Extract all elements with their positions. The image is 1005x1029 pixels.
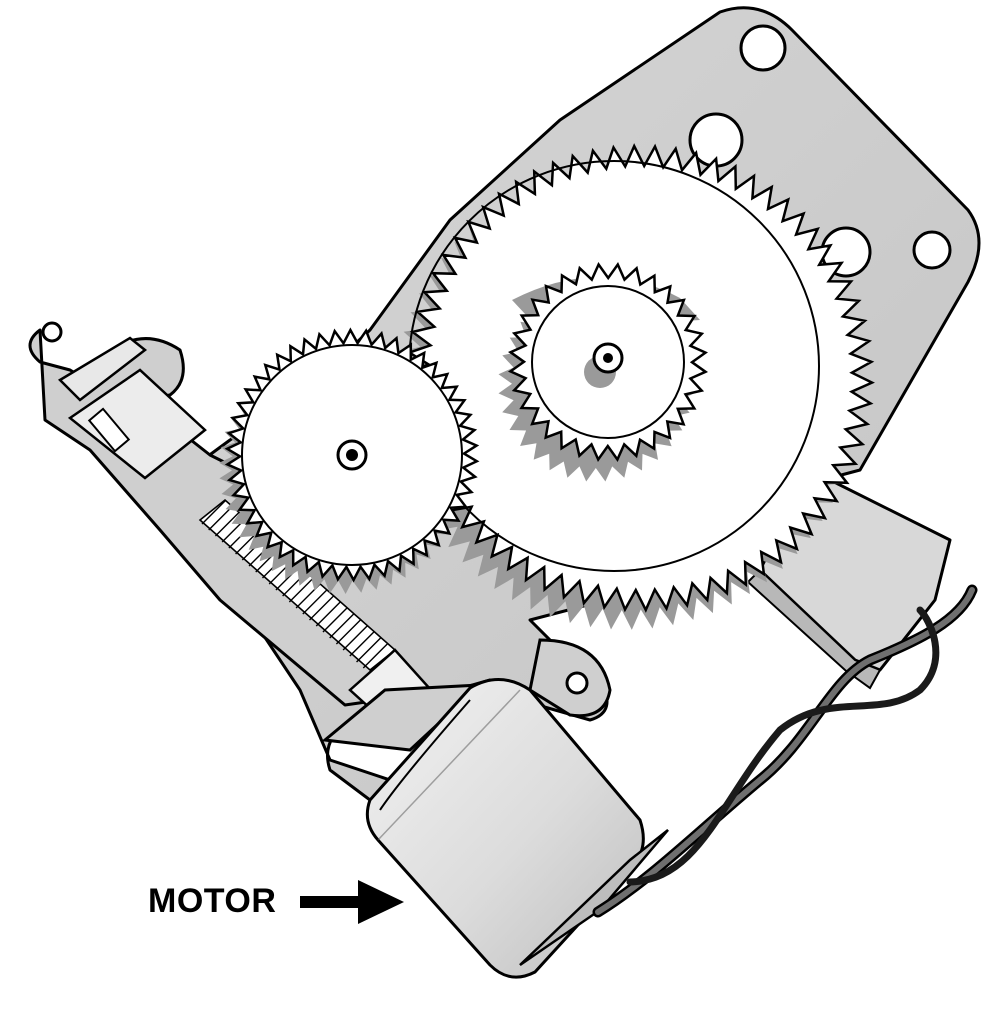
spring-coil bbox=[335, 619, 361, 645]
motor-arrow bbox=[300, 880, 404, 924]
wire-gray bbox=[595, 587, 975, 915]
spring-coil bbox=[302, 589, 328, 615]
mount-hole bbox=[912, 230, 952, 270]
mount-hole bbox=[739, 24, 787, 72]
motor-wires bbox=[592, 584, 978, 918]
spring-coil bbox=[329, 613, 355, 639]
spring-coil bbox=[214, 511, 240, 537]
wire-dark bbox=[626, 606, 940, 886]
gear-train bbox=[219, 143, 875, 630]
spring-coil bbox=[362, 643, 388, 669]
small-gear-pin bbox=[346, 449, 358, 461]
spring-coil bbox=[315, 601, 341, 627]
motor bbox=[321, 678, 669, 979]
spring-coil bbox=[342, 625, 368, 651]
spring-coil bbox=[322, 607, 348, 633]
motor-label: MOTOR bbox=[148, 882, 277, 920]
spring-coil bbox=[201, 499, 227, 525]
spring-coil bbox=[356, 637, 382, 663]
pinion-pin bbox=[603, 353, 613, 363]
spring-coil bbox=[349, 631, 375, 657]
spring-coil bbox=[208, 505, 234, 531]
slider-arm bbox=[28, 321, 612, 742]
small-gear-rim bbox=[241, 344, 463, 566]
spring-coil bbox=[309, 595, 335, 621]
pivot-hole bbox=[41, 321, 63, 343]
spring-coil bbox=[288, 577, 314, 603]
switch-block bbox=[746, 468, 952, 690]
